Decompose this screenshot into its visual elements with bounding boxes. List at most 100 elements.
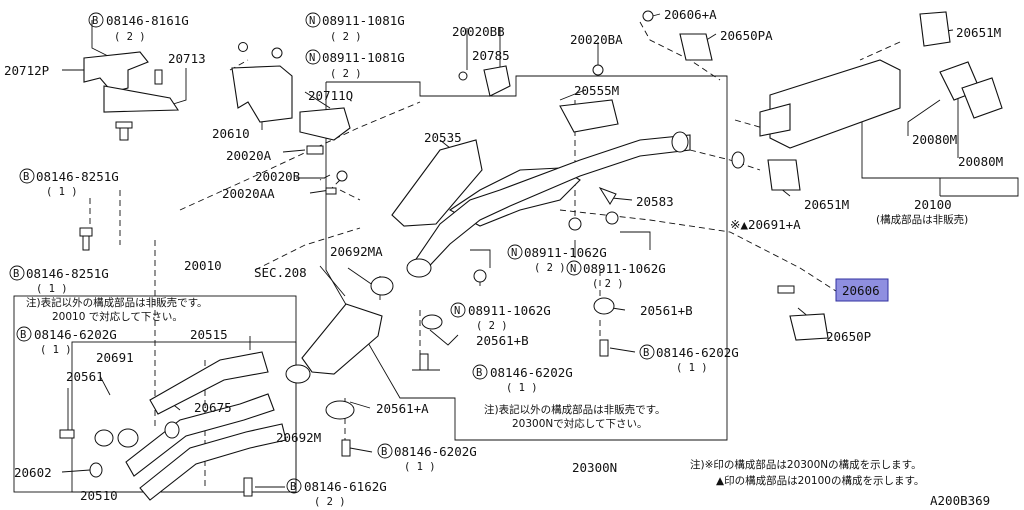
label-08146-6162g[interactable]: 08146-6162G [304, 479, 387, 494]
bolt-08146-6162g [243, 477, 253, 497]
label-20583[interactable]: 20583 [636, 194, 674, 209]
svg-text:(構成部品は非販売): (構成部品は非販売) [876, 213, 968, 226]
svg-text:B: B [290, 481, 296, 493]
label-20535[interactable]: 20535 [424, 130, 462, 145]
label-20691a[interactable]: ※▲20691+A [730, 217, 801, 232]
bolt-08146-6202g-c [599, 339, 609, 357]
label-08911-1081g-b[interactable]: 08911-1081G [322, 50, 405, 65]
svg-text:注)※印の構成部品は20300Nの構成を示します。: 注)※印の構成部品は20300Nの構成を示します。 [690, 458, 922, 471]
svg-text:( 1 ): ( 1 ) [40, 344, 72, 356]
label-20711q[interactable]: 20711Q [308, 88, 353, 103]
label-20561b-a[interactable]: 20561+B [640, 303, 693, 318]
svg-text:( 2 ): ( 2 ) [592, 278, 624, 290]
label-20020b[interactable]: 20020B [255, 169, 300, 184]
label-20510[interactable]: 20510 [80, 488, 118, 503]
label-20300n[interactable]: 20300N [572, 460, 617, 475]
label-20651m-b[interactable]: 20651M [804, 197, 849, 212]
clamp-20561a [325, 400, 355, 420]
center-pipe-20300n [409, 134, 691, 277]
label-20713[interactable]: 20713 [168, 51, 206, 66]
label-20020a[interactable]: 20020A [226, 148, 272, 163]
label-20712p[interactable]: 20712P [4, 63, 49, 78]
label-20555m[interactable]: 20555M [574, 83, 619, 98]
svg-text:B: B [92, 15, 98, 27]
hanger-20650pa [679, 33, 713, 61]
label-08146-6202g-a[interactable]: 08146-6202G [34, 327, 117, 342]
label-20561a[interactable]: 20561+A [376, 401, 429, 416]
label-20100[interactable]: 20100 [914, 197, 952, 212]
bracket-20711q [299, 107, 351, 141]
svg-text:20010 で対応して下さい。: 20010 で対応して下さい。 [52, 310, 183, 323]
svg-text:B: B [23, 171, 29, 183]
svg-text:B: B [13, 268, 19, 280]
gasket-20691 [117, 428, 139, 448]
highlight-20606[interactable] [835, 278, 889, 302]
label-20010[interactable]: 20010 [184, 258, 222, 273]
box-20010-inner [71, 341, 297, 493]
svg-text:N: N [309, 52, 315, 64]
label-20650p[interactable]: 20650P [826, 329, 871, 344]
nut-08911-1062g-b [605, 211, 619, 225]
label-20515[interactable]: 20515 [190, 327, 228, 342]
label-20020aa[interactable]: 20020AA [222, 186, 275, 201]
svg-text:( 1 ): ( 1 ) [46, 186, 78, 198]
label-sec208[interactable]: SEC.208 [254, 265, 307, 280]
box-20300n [325, 75, 728, 441]
svg-text:( 2 ): ( 2 ) [476, 320, 508, 332]
bolt-08146-6202g-d [341, 439, 351, 457]
svg-text:( 2 ): ( 2 ) [330, 31, 362, 43]
label-20606[interactable]: 20606 [842, 283, 880, 298]
label-20080m-a[interactable]: 20080M [912, 132, 957, 147]
label-08146-6202g-d[interactable]: 08146-6202G [394, 444, 477, 459]
label-20602[interactable]: 20602 [14, 465, 52, 480]
label-20080m-b[interactable]: 20080M [958, 154, 1003, 169]
label-08911-1062g-b[interactable]: 08911-1062G [583, 261, 666, 276]
bolt-08146-8251g [82, 235, 90, 251]
label-08146-8251g-a[interactable]: 08146-8251G [36, 169, 119, 184]
label-20650pa[interactable]: 20650PA [720, 28, 773, 43]
label-20785[interactable]: 20785 [472, 48, 510, 63]
svg-text:( 1 ): ( 1 ) [36, 283, 68, 295]
bolt-08146-8161g [154, 69, 163, 85]
label-20651m-a[interactable]: 20651M [956, 25, 1001, 40]
label-20610[interactable]: 20610 [212, 126, 250, 141]
label-20020bb[interactable]: 20020BB [452, 24, 505, 39]
nut-20602 [89, 462, 103, 478]
svg-text:▲印の構成部品は20100の構成を示します。: ▲印の構成部品は20100の構成を示します。 [716, 474, 924, 487]
label-08911-1062g-c[interactable]: 08911-1062G [468, 303, 551, 318]
label-20692ma[interactable]: 20692MA [330, 244, 383, 259]
svg-text:( 2 ): ( 2 ) [534, 262, 566, 274]
nut-08911-1062g-c [473, 269, 487, 283]
label-20606a[interactable]: 20606+A [664, 7, 717, 22]
svg-text:20300Nで対応して下さい。: 20300Nで対応して下さい。 [512, 417, 647, 430]
label-08911-1062g-a[interactable]: 08911-1062G [524, 245, 607, 260]
bracket-20712p [83, 51, 149, 93]
label-08146-8161g[interactable]: 08146-8161G [106, 13, 189, 28]
bolt-20020aa [325, 187, 337, 195]
label-20675[interactable]: 20675 [194, 400, 232, 415]
label-20691[interactable]: 20691 [96, 350, 134, 365]
hanger-20785 [483, 65, 511, 97]
label-08146-8251g-b[interactable]: 08146-8251G [26, 266, 109, 281]
label-08146-6202g-b[interactable]: 08146-6202G [490, 365, 573, 380]
bracket-20610 [231, 65, 293, 123]
nut-20020ba [592, 64, 604, 76]
nut-08911-1062g-a [568, 217, 582, 231]
label-20692m[interactable]: 20692M [276, 430, 321, 445]
label-20561[interactable]: 20561 [66, 369, 104, 384]
svg-text:( 1 ): ( 1 ) [404, 461, 436, 473]
svg-text:( 1 ): ( 1 ) [506, 382, 538, 394]
svg-text:B: B [381, 446, 387, 458]
bracket-20713 [103, 85, 180, 113]
hanger-20651m-b [767, 159, 801, 191]
label-08146-6202g-c[interactable]: 08146-6202G [656, 345, 739, 360]
bolt-08146-6202g-b [419, 353, 429, 371]
label-08911-1081g-a[interactable]: 08911-1081G [322, 13, 405, 28]
gasket-20691a [731, 151, 745, 169]
heat-insulator-20555m [559, 99, 619, 133]
label-20020ba[interactable]: 20020BA [570, 32, 623, 47]
label-20561b-b[interactable]: 20561+B [476, 333, 529, 348]
rear-muffler-20100 [769, 59, 901, 149]
clamp-20561 [94, 429, 114, 447]
